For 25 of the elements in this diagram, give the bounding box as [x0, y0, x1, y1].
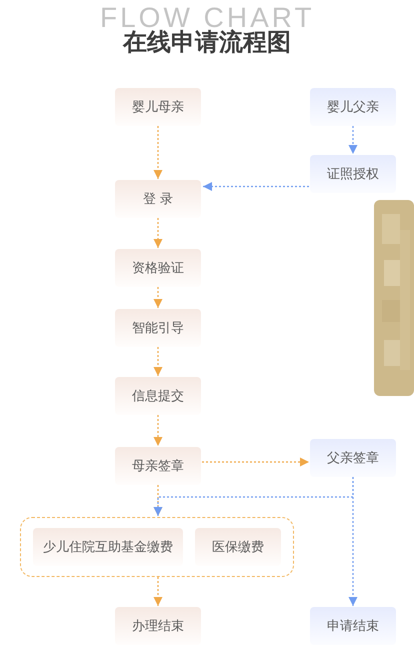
process-box: 父亲签章	[310, 439, 396, 477]
process-box: 少儿住院互助基金缴费	[33, 528, 183, 566]
arrow	[348, 477, 358, 606]
group-frame	[20, 517, 294, 577]
process-box: 办理结束	[115, 607, 201, 645]
arrow	[202, 458, 309, 466]
process-box: 登 录	[115, 180, 201, 218]
arrow	[154, 218, 162, 248]
arrow	[154, 287, 162, 308]
process-box: 婴儿父亲	[310, 88, 396, 126]
process-box: 申请结束	[310, 607, 396, 645]
arrow	[154, 126, 162, 179]
arrow	[154, 577, 162, 606]
arrow	[203, 182, 309, 191]
arrow	[154, 415, 162, 446]
process-box: 婴儿母亲	[115, 88, 201, 126]
process-box: 智能引导	[115, 309, 201, 347]
process-box: 母亲签章	[115, 447, 201, 485]
process-box: 医保缴费	[195, 528, 281, 566]
title: 在线申请流程图	[122, 28, 292, 58]
arrow	[348, 126, 358, 154]
process-box: 证照授权	[310, 155, 396, 193]
process-box: 资格验证	[115, 249, 201, 287]
arrow	[154, 347, 162, 376]
process-box: 信息提交	[115, 377, 201, 415]
